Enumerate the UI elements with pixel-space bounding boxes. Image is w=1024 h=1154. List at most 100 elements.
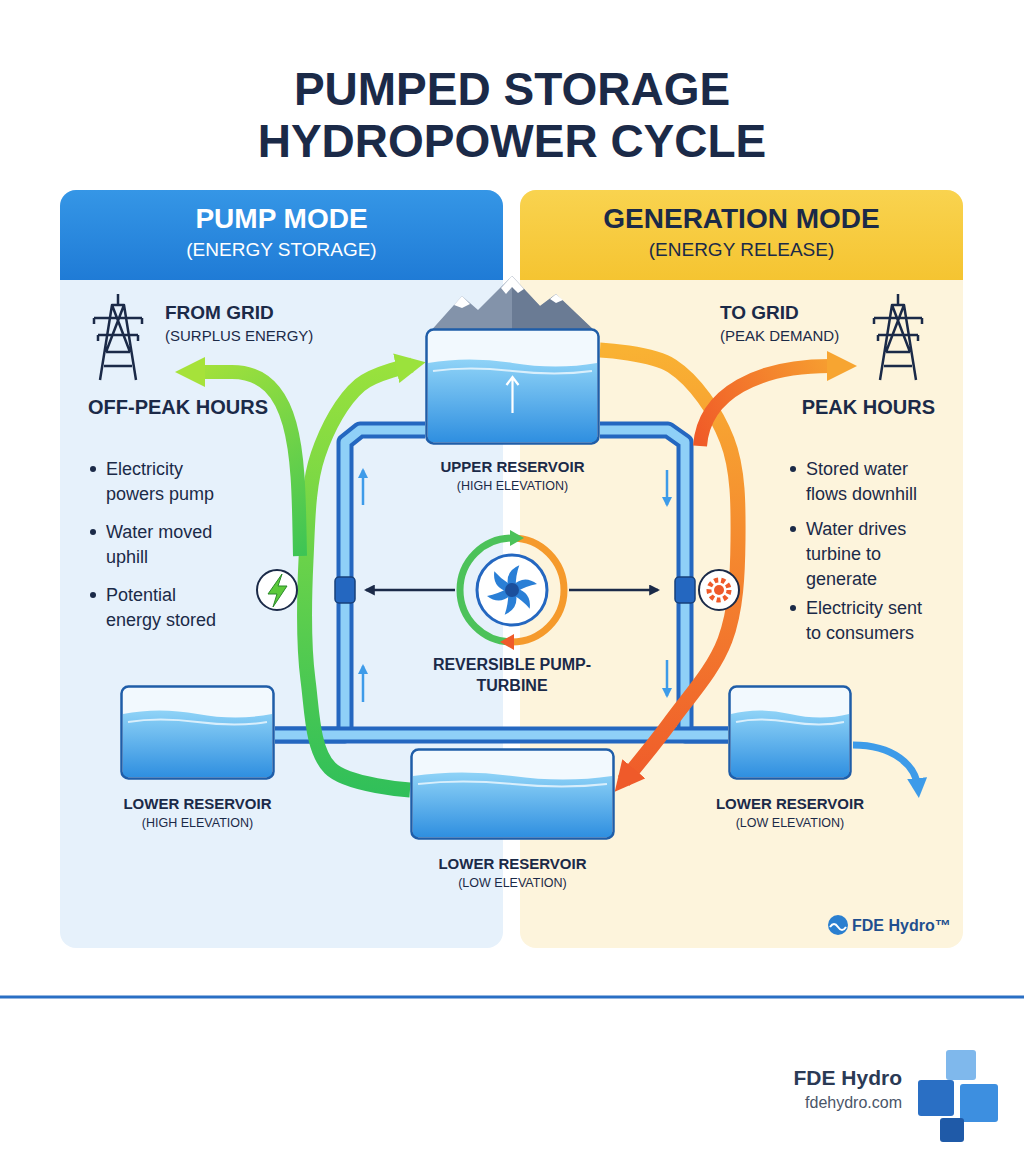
figure-part (730, 687, 851, 779)
panel-header: GENERATION MODE(ENERGY RELEASE) (520, 190, 963, 280)
figure-part (507, 377, 519, 413)
flow-tick (666, 660, 669, 696)
transmission-tower (94, 294, 142, 380)
reservoir-box: LOWER RESERVOIR(LOW ELEVATION) (410, 748, 615, 840)
figure-part (918, 1080, 954, 1116)
flow-tick (362, 470, 365, 505)
brand-name: FDE Hydro (700, 1064, 902, 1093)
bullet-text: Stored water flows downhill (806, 457, 941, 507)
label-box: Electricity sent to consumers (806, 596, 941, 646)
flow-tick (362, 666, 365, 702)
flow-pointer (366, 589, 455, 592)
valve (335, 577, 355, 603)
elevation-note: (LOW ELEVATION) (716, 814, 864, 832)
title-box: PUMPED STORAGE HYDROPOWER CYCLE (232, 64, 792, 168)
node-caption: LOWER RESERVOIR(LOW ELEVATION) (438, 854, 586, 892)
figure-part (427, 330, 599, 444)
mode-subtitle: (ENERGY RELEASE) (520, 236, 963, 264)
figure-part (128, 720, 267, 725)
figure-part (960, 1084, 998, 1122)
figure-part (874, 294, 922, 380)
watermark-logo (828, 915, 848, 935)
flow-pointer (569, 589, 658, 592)
mode-title: GENERATION MODE (520, 202, 963, 236)
grid-label: FROM GRID (165, 300, 274, 326)
figure-part (122, 687, 274, 779)
figure-part (454, 296, 470, 308)
figure-part (946, 1050, 976, 1080)
figure-part (550, 294, 563, 303)
bullet-text: Water drives turbine to generate (806, 517, 941, 591)
figure-part (433, 369, 592, 374)
bullet-text: Water moved uphill (106, 520, 234, 570)
figure-part (412, 750, 614, 839)
grid-note: (PEAK DEMAND) (720, 326, 839, 347)
figure-part (830, 924, 846, 930)
label-box: FDE Hydro™ (852, 915, 951, 937)
label-box: Potential energy stored (106, 583, 234, 633)
figure-part (418, 782, 607, 787)
reservoir-shape (120, 685, 275, 780)
figure-part (940, 1118, 964, 1142)
reservoir-box: LOWER RESERVOIR(LOW ELEVATION) (728, 685, 852, 780)
figure-part (730, 687, 851, 779)
bullet-text: Electricity sent to consumers (806, 596, 941, 646)
figure-part (828, 915, 848, 935)
ring-arrowhead (500, 634, 514, 650)
label-box: Water moved uphill (106, 520, 234, 570)
turbine-icon (699, 570, 739, 610)
mode-subtitle: (ENERGY STORAGE) (60, 236, 503, 264)
bullet-dot (90, 466, 96, 472)
figure-part (257, 570, 297, 610)
label-box: Stored water flows downhill (806, 457, 941, 507)
bullet-dot (90, 592, 96, 598)
figure-part (731, 711, 849, 778)
figure-part (477, 555, 547, 625)
reservoir-shape (410, 748, 615, 840)
reservoir-name: LOWER RESERVOIR (123, 794, 271, 814)
brand-url: fdehydro.com (700, 1092, 902, 1114)
reservoir-name: LOWER RESERVOIR (716, 794, 864, 814)
bullet-text: Electricity powers pump (106, 457, 234, 507)
ring-arrowhead (510, 530, 524, 546)
figure-part (428, 276, 598, 334)
reservoir-box: LOWER RESERVOIR(HIGH ELEVATION) (120, 685, 275, 780)
panel-header: PUMP MODE(ENERGY STORAGE) (60, 190, 503, 280)
grid-note: (SURPLUS ENERGY) (165, 326, 313, 347)
node-caption: REVERSIBLE PUMP-TURBINE (425, 654, 600, 696)
node-caption: LOWER RESERVOIR(LOW ELEVATION) (716, 794, 864, 832)
pump-turbine-circle: REVERSIBLE PUMP-TURBINE (474, 552, 550, 628)
elevation-note: (LOW ELEVATION) (438, 874, 586, 892)
time-label: OFF-PEAK HOURS (88, 394, 268, 422)
pump-flow-arrow (304, 365, 411, 790)
figure-part (412, 750, 614, 839)
label-box: (PEAK DEMAND) (720, 326, 839, 347)
turbine-shape (474, 552, 550, 628)
bullet-dot (790, 466, 796, 472)
label-box: Electricity powers pump (106, 457, 234, 507)
figure-part (413, 773, 612, 838)
figure-part (505, 583, 519, 597)
elevation-note: (HIGH ELEVATION) (123, 814, 271, 832)
time-label: PEAK HOURS (735, 394, 935, 422)
mountains (428, 276, 598, 334)
figure-part (94, 294, 142, 380)
label-box: OFF-PEAK HOURS (88, 394, 268, 422)
reservoir-name: LOWER RESERVOIR (438, 854, 586, 874)
transmission-tower (874, 294, 922, 380)
brand-logo (918, 1050, 998, 1142)
label-box: fdehydro.com (700, 1092, 902, 1114)
outflow-arrow (853, 745, 918, 788)
figure-part (512, 276, 598, 334)
elevation-note: (HIGH ELEVATION) (441, 477, 585, 495)
bullet-dot (790, 526, 796, 532)
bullet-text: Potential energy stored (106, 583, 234, 633)
node-caption: UPPER RESERVOIR(HIGH ELEVATION) (441, 457, 585, 495)
figure-part (428, 360, 597, 443)
figure-part (123, 711, 272, 778)
reservoir-box: UPPER RESERVOIR(HIGH ELEVATION) (425, 328, 600, 445)
figure-part (699, 570, 739, 610)
label-box: PEAK HOURS (735, 394, 935, 422)
